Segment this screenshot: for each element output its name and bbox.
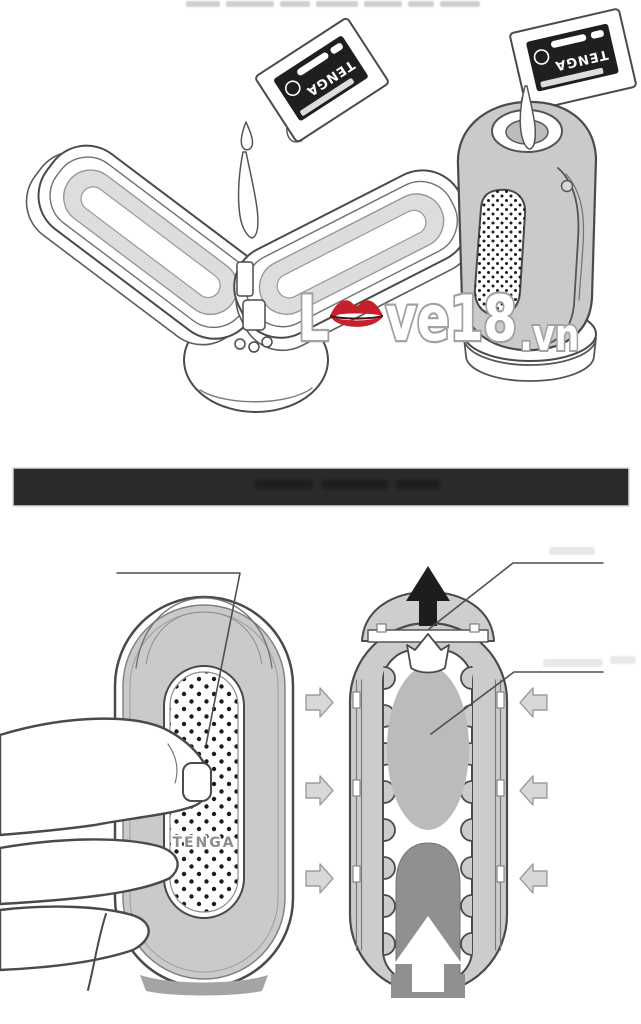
device-cap-seam xyxy=(135,597,273,669)
squeeze-arrows-right xyxy=(519,687,548,894)
open-device-hinge xyxy=(234,261,273,353)
callout-line-chamber xyxy=(430,671,604,735)
palm-edge xyxy=(87,913,107,991)
device-brand-text: TENGA xyxy=(172,835,235,851)
block-arrow-icon xyxy=(305,863,334,894)
device-hinge-button xyxy=(560,179,574,193)
watermark-love18: L ve18 .vn xyxy=(296,281,581,363)
channel-entry-crown xyxy=(406,633,450,674)
block-arrow-icon xyxy=(519,775,548,806)
watermark-middle: ve18 xyxy=(385,283,517,355)
open-device-right-wing xyxy=(233,169,476,352)
lubricant-sachet-right: TENGA xyxy=(509,8,637,114)
up-arrow-icon xyxy=(406,566,450,626)
squeeze-arrows-left xyxy=(305,687,334,894)
callout-line-entry xyxy=(428,562,604,630)
device-stand-front-rim xyxy=(463,337,597,382)
inner-chamber-oval xyxy=(387,666,469,830)
drop-icon xyxy=(240,121,254,151)
block-arrow-icon xyxy=(305,775,334,806)
sachet-spout-fold xyxy=(286,126,303,143)
illustration-squeeze-and-cross-section: TENGA xyxy=(0,547,636,998)
faded-callout-labels xyxy=(543,547,636,667)
middle-finger xyxy=(0,905,150,972)
insert-arrow-icon xyxy=(394,916,462,992)
sachet-logo-circle xyxy=(533,49,550,65)
thumbnail xyxy=(182,762,212,802)
divider-band xyxy=(12,467,630,507)
watermark-prefix: L xyxy=(298,283,329,355)
lips-icon xyxy=(329,300,384,327)
block-arrow-icon xyxy=(305,687,334,718)
case-seam-left xyxy=(355,679,363,951)
case-clips xyxy=(352,691,505,883)
case-seam-right xyxy=(494,679,502,951)
device-base-bar xyxy=(140,975,268,996)
illustration-open-and-fill: TENGA TENGA xyxy=(25,8,637,413)
drip-stream-left xyxy=(237,151,259,239)
lubricant-sachet-left: TENGA xyxy=(255,17,389,143)
device-cross-section xyxy=(348,566,509,998)
faded-top-caption xyxy=(186,1,480,7)
index-finger xyxy=(0,838,179,906)
callout-line-pad xyxy=(116,572,241,746)
sachet-label xyxy=(274,36,368,121)
hand-pressing xyxy=(0,717,212,991)
open-device-left-wing xyxy=(25,144,264,346)
sachet-logo-circle xyxy=(284,80,301,97)
block-arrow-icon xyxy=(519,687,548,718)
watermark-suffix: .vn xyxy=(520,310,580,361)
drip-stream-right xyxy=(519,85,536,150)
block-arrow-icon xyxy=(519,863,548,894)
closed-device-standing xyxy=(456,85,598,382)
